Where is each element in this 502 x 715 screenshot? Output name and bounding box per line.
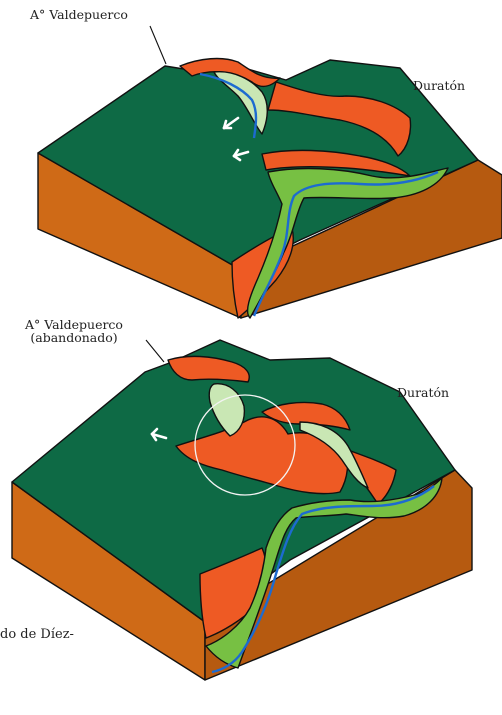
bottom-stream-leader xyxy=(146,340,164,362)
caption-fragment: do de Díez- xyxy=(0,628,74,642)
bottom-river-label: Duratón xyxy=(397,386,449,399)
top-stream-leader xyxy=(150,26,166,64)
top-river-label: Duratón xyxy=(413,79,465,92)
bottom-stream-label-line2: (abandonado) xyxy=(14,331,134,344)
top-block xyxy=(38,26,502,318)
top-stream-label: A° Valdepuerco xyxy=(30,8,128,21)
bottom-stream-label: A° Valdepuerco (abandonado) xyxy=(14,318,134,344)
